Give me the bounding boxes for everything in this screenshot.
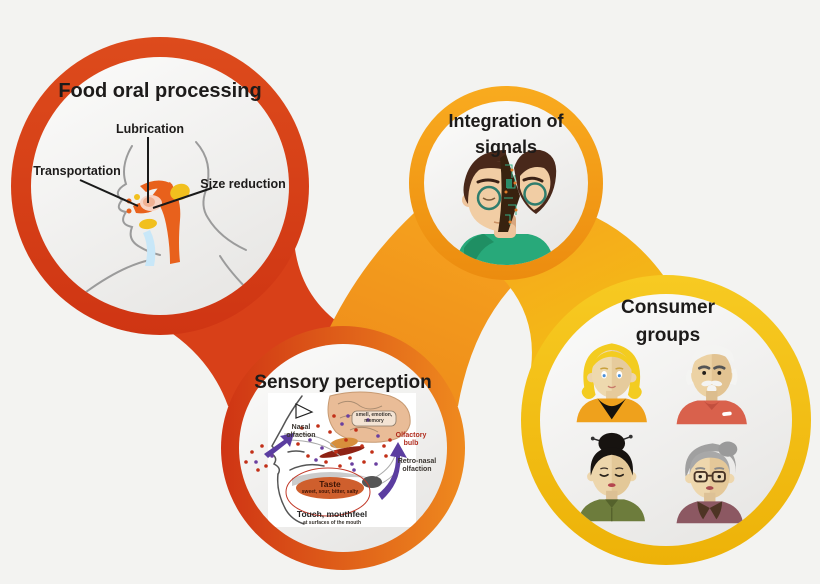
avatar-young-blonde-person bbox=[576, 343, 647, 423]
label-pointer-lines bbox=[79, 137, 213, 209]
odorant-dots bbox=[244, 414, 392, 472]
split-head-circuit-illustration bbox=[456, 149, 557, 265]
label-smell-emotion-memory: smell, emotion, memory bbox=[355, 412, 393, 424]
label-size-reduction: Size reduction bbox=[200, 177, 286, 191]
four-consumer-avatars bbox=[576, 343, 747, 524]
label-taste: Taste bbox=[319, 479, 341, 489]
label-lubrication: Lubrication bbox=[115, 122, 185, 136]
node-title-sensory-perception: Sensory perception bbox=[254, 372, 432, 393]
mouth-anatomy-illustration bbox=[79, 137, 251, 293]
label-retro-nasal-olfaction: Retro-nasal olfaction bbox=[397, 458, 437, 473]
label-olfactory-bulb: Olfactory bulb bbox=[395, 432, 427, 447]
label-touch-mouthfeel-sub: at surfaces of the mouth bbox=[302, 520, 362, 526]
node-title-integration-of-signals: Integration of signals bbox=[448, 111, 564, 158]
node-title-food-oral-processing: Food oral processing bbox=[58, 80, 262, 102]
label-transportation: Transportation bbox=[33, 164, 121, 178]
avatar-adult-woman bbox=[578, 432, 645, 522]
head-cross-section-illustration bbox=[244, 391, 416, 527]
node-title-consumer-groups: Consumer groups bbox=[621, 297, 715, 346]
avatar-elderly-woman bbox=[676, 441, 743, 524]
avatar-elderly-man bbox=[676, 345, 747, 425]
label-touch-mouthfeel: Touch, mouthfeel bbox=[296, 509, 368, 519]
label-nasal-olfaction: Nasal olfaction bbox=[286, 424, 316, 439]
label-taste-sub: sweet, sour, bitter, salty bbox=[301, 489, 359, 495]
